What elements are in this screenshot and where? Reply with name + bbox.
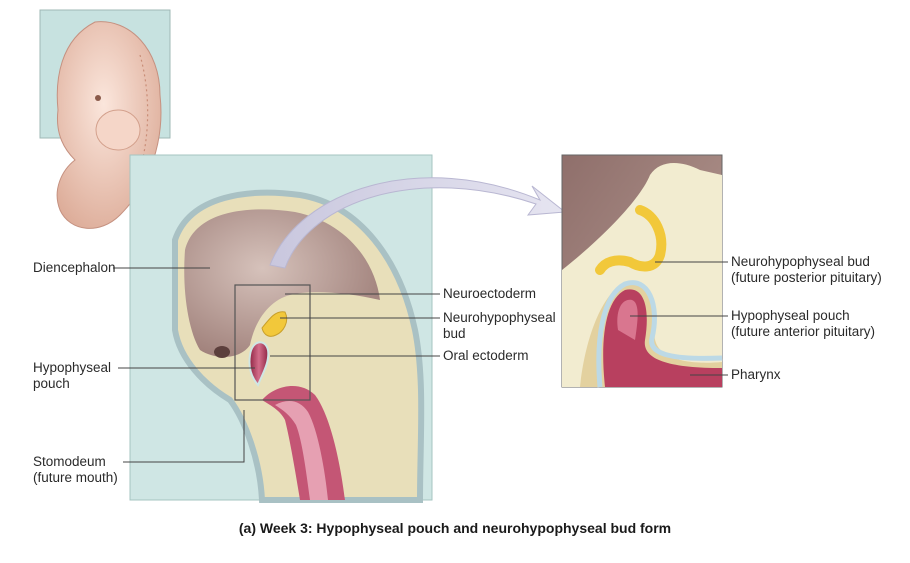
label-neurohypophyseal-bud-1: Neurohypophyseal (443, 310, 556, 325)
label-neurohypophyseal-bud-2: bud (443, 326, 466, 341)
label-stomodeum-2: (future mouth) (33, 470, 118, 485)
label-detail-neuro-bud-1: Neurohypophyseal bud (731, 254, 870, 269)
label-oral-ectoderm: Oral ectoderm (443, 348, 529, 363)
label-detail-neuro-bud-2: (future posterior pituitary) (731, 270, 882, 285)
detail-panel (561, 154, 723, 388)
label-stomodeum-1: Stomodeum (33, 454, 106, 469)
label-neuroectoderm: Neuroectoderm (443, 286, 537, 301)
label-hypophyseal-pouch-2: pouch (33, 376, 70, 391)
label-detail-hypo-pouch-1: Hypophyseal pouch (731, 308, 850, 323)
sagittal-panel (129, 154, 433, 503)
leader-lines (113, 261, 728, 463)
label-hypophyseal-pouch-1: Hypophyseal (33, 360, 112, 375)
figure-caption: (a) Week 3: Hypophyseal pouch and neuroh… (238, 520, 672, 536)
label-diencephalon: Diencephalon (33, 260, 116, 275)
label-pharynx: Pharynx (731, 367, 781, 382)
label-detail-hypo-pouch-2: (future anterior pituitary) (731, 324, 876, 339)
